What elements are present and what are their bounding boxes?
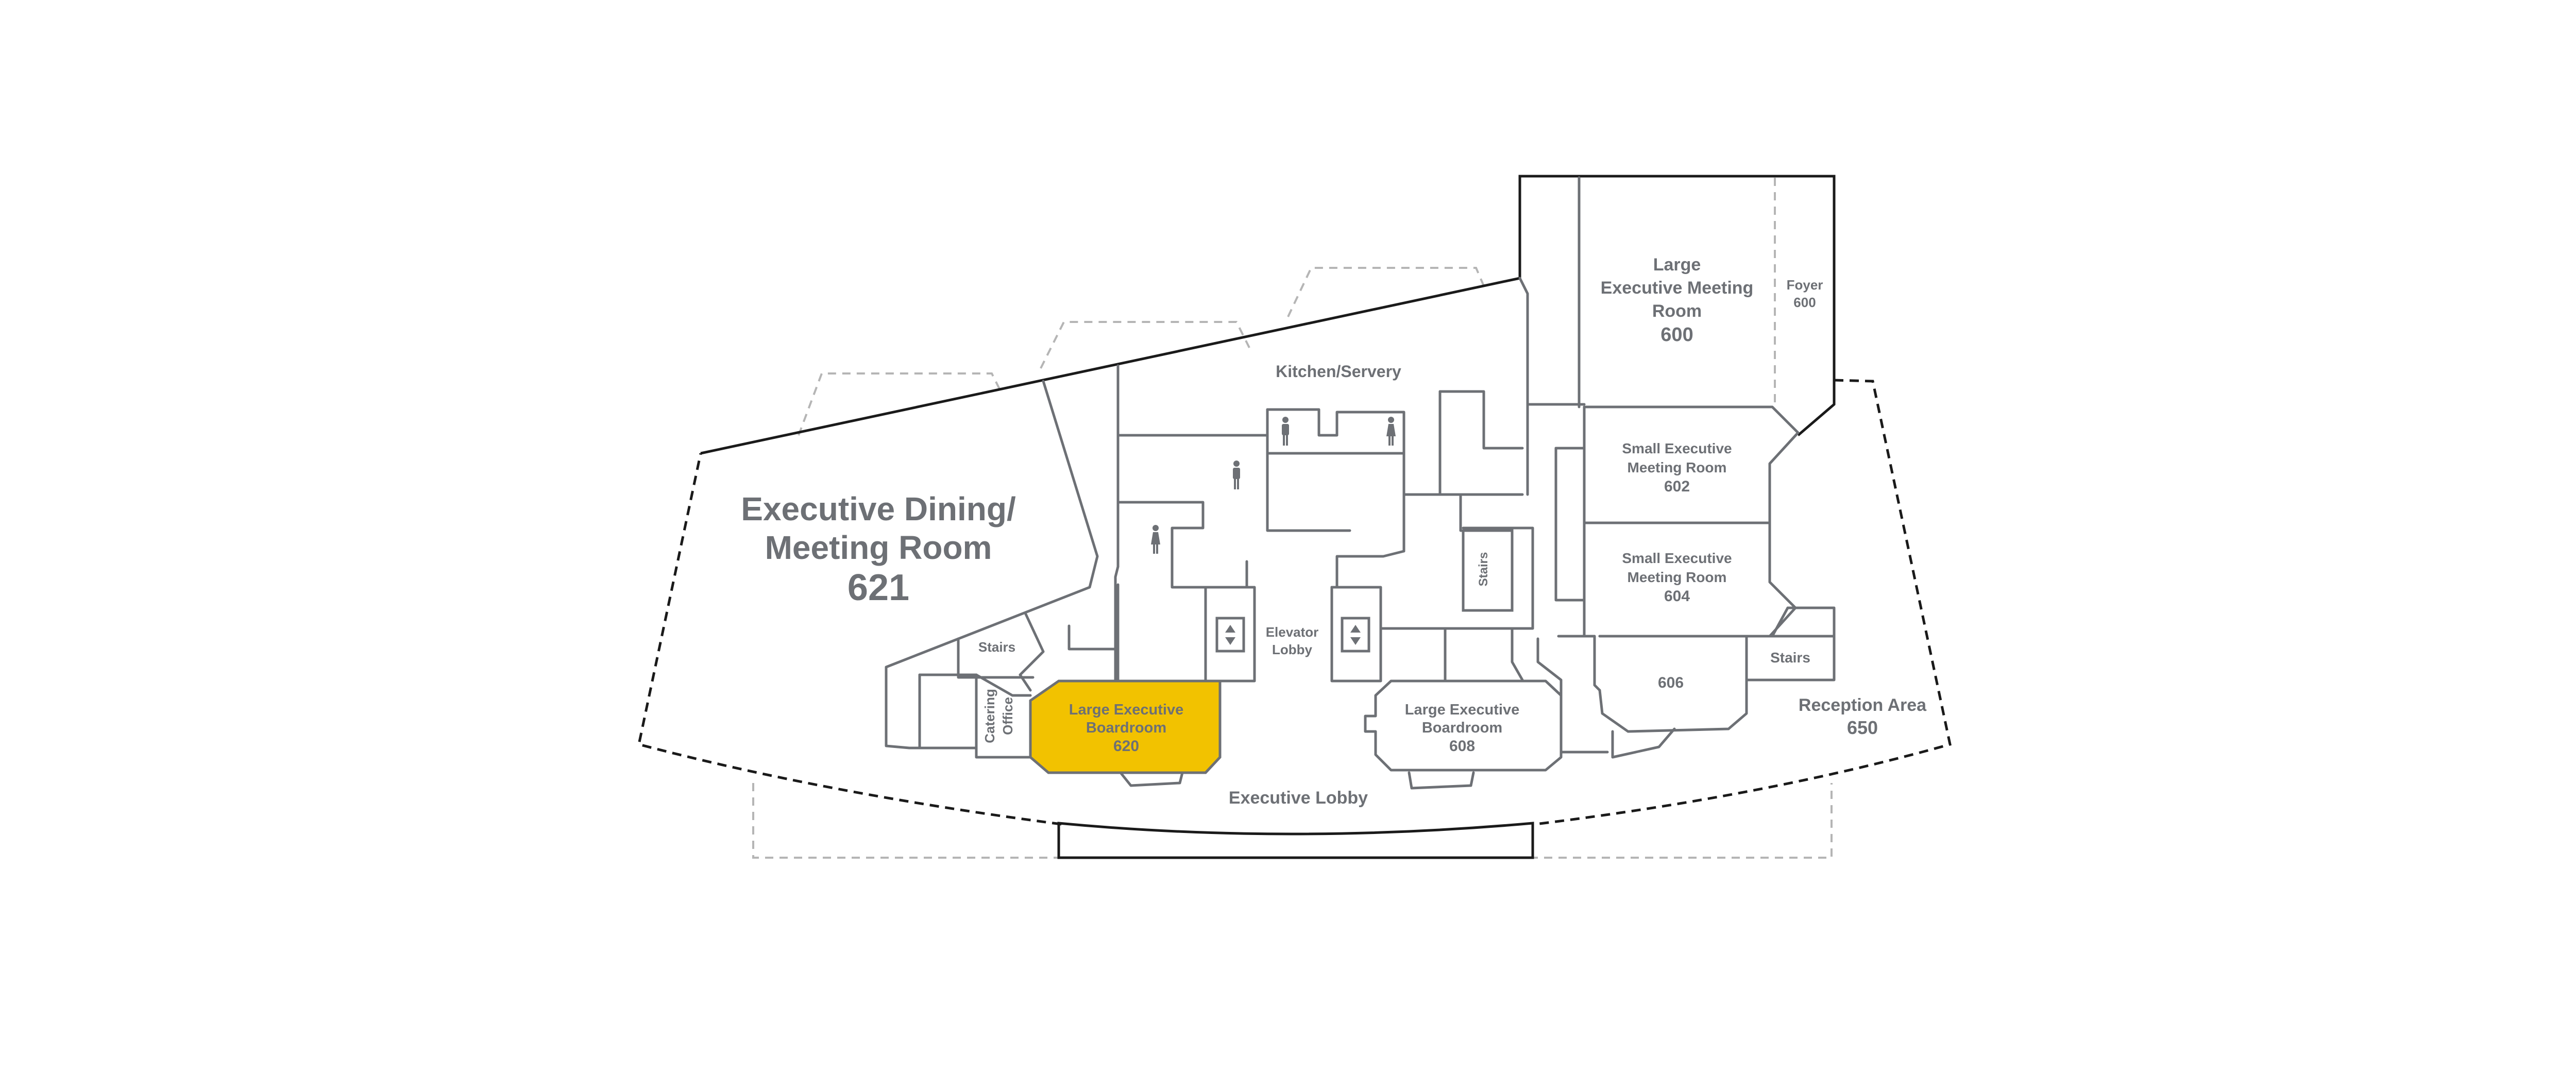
room-650[interactable]: Reception Area 650 [1799,695,1927,738]
foyer-600[interactable]: Foyer 600 [1787,277,1823,310]
room-600-line3: Room [1652,301,1702,321]
catering-office-line1: Catering [982,689,997,743]
room-621-line2: Meeting Room [765,529,992,566]
room-604-line2: Meeting Room [1628,569,1727,585]
stairs-right-label: Stairs [1770,650,1810,666]
room-600-number: 600 [1660,324,1693,346]
catering-office[interactable]: Catering Office [982,689,1015,743]
restroom-icon [1386,417,1396,446]
room-600-line1: Large [1653,255,1701,275]
room-604-line1: Small Executive [1622,550,1732,566]
room-608-number: 608 [1449,738,1475,755]
room-621-number: 621 [848,567,909,608]
room-650-number: 650 [1847,717,1878,738]
restroom-icon [1151,525,1160,554]
room-620-highlight[interactable] [1029,679,1222,774]
executive-lobby-label: Executive Lobby [1229,788,1368,808]
stairs-left-label: Stairs [978,639,1015,655]
foyer-600-number: 600 [1793,295,1816,310]
room-602-line1: Small Executive [1622,440,1732,456]
room-606[interactable]: 606 [1658,674,1684,691]
room-620[interactable]: Large Executive Boardroom 620 [1069,702,1183,755]
stairs-center-label: Stairs [1477,552,1490,587]
elevator-lobby-line1: Elevator [1266,624,1319,640]
restroom-icon [1233,461,1240,489]
room-608-line1: Large Executive [1405,702,1519,718]
room-608[interactable]: Large Executive Boardroom 608 [1405,702,1519,755]
room-606-number: 606 [1658,674,1684,691]
kitchen-servery-label: Kitchen/Servery [1276,362,1401,381]
room-600-line2: Executive Meeting [1601,278,1754,298]
elevator-icon [1215,617,1245,653]
room-608-line2: Boardroom [1422,720,1502,736]
room-620-line1: Large Executive [1069,702,1183,718]
building-envelope [637,175,1952,859]
room-620-number: 620 [1113,738,1139,755]
room-602-line2: Meeting Room [1628,459,1727,475]
elevator-icon [1341,617,1370,653]
room-600[interactable]: Large Executive Meeting Room 600 [1601,255,1754,346]
elevator-lobby-line2: Lobby [1272,642,1313,657]
room-604[interactable]: Small Executive Meeting Room 604 [1622,550,1732,605]
interior-walls [885,176,1836,790]
elevator-lobby: Elevator Lobby [1266,624,1319,657]
catering-office-line2: Office [1000,697,1015,735]
room-604-number: 604 [1664,588,1690,605]
room-621-line1: Executive Dining/ [741,490,1016,527]
room-620-line2: Boardroom [1086,720,1166,736]
room-602[interactable]: Small Executive Meeting Room 602 [1622,440,1732,495]
room-602-number: 602 [1664,478,1690,495]
foyer-600-line1: Foyer [1787,277,1823,293]
room-650-line1: Reception Area [1799,695,1927,715]
restroom-icon [1282,417,1289,446]
room-621[interactable]: Executive Dining/ Meeting Room 621 [741,490,1016,608]
